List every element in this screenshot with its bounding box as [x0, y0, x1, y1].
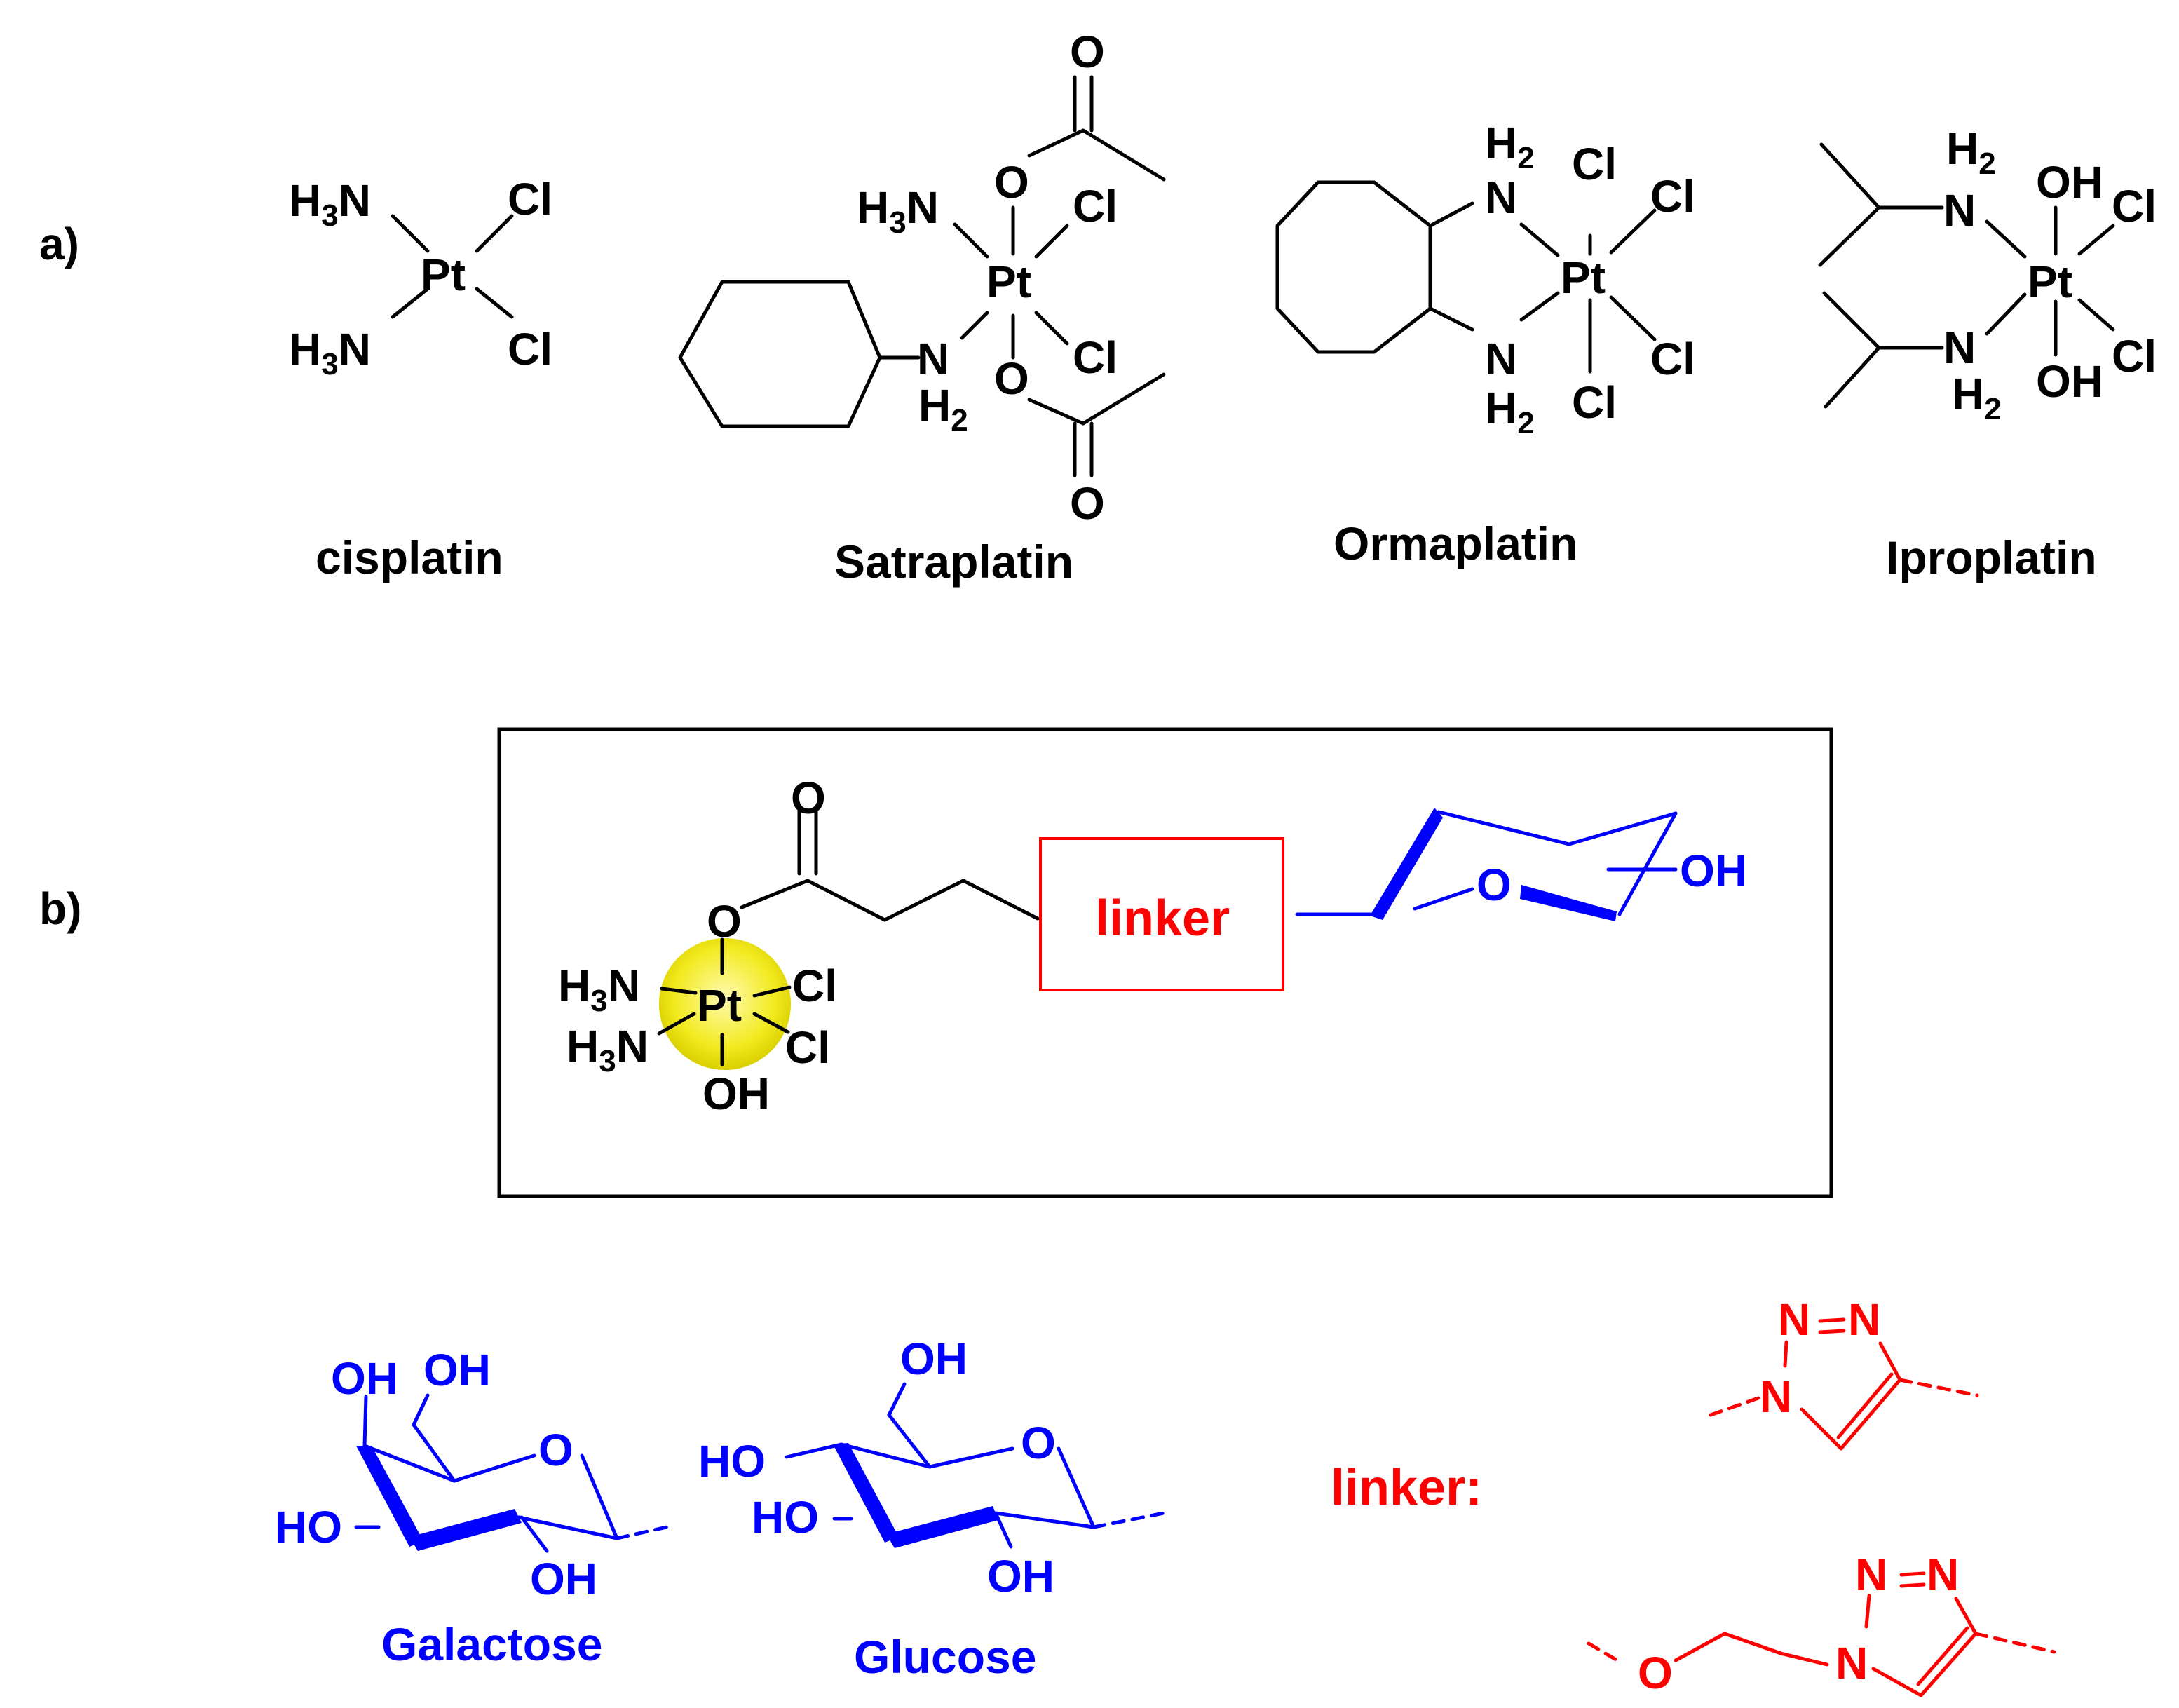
oh-group: OH: [1680, 846, 1747, 896]
o-atom: O: [1070, 478, 1105, 529]
panel-b-frame: [497, 727, 1833, 1198]
linker-box-label: linker: [1095, 890, 1230, 947]
n-atom: N: [1943, 323, 1976, 373]
ho-group: HO: [698, 1436, 766, 1486]
n-atom: N: [1485, 172, 1517, 223]
o-atom: O: [707, 896, 742, 947]
h3n-group: H3N: [566, 1021, 649, 1078]
oh-group: OH: [2036, 356, 2103, 407]
triazole-linker-1: N N N: [1709, 1294, 1979, 1451]
ring-oxygen: O: [1477, 860, 1512, 910]
h2-group: H2: [1485, 118, 1535, 175]
cl-atom: Cl: [1650, 171, 1695, 222]
ormaplatin-name: Ormaplatin: [1333, 517, 1577, 569]
oh-group: OH: [702, 1069, 770, 1119]
linker-placeholder-box: linker: [1039, 837, 1284, 991]
o-atom: O: [1638, 1648, 1673, 1698]
satraplatin-structure: Pt H3N N H2 O O O O Cl Cl Satraplatin: [678, 27, 1166, 588]
iproplatin-name: Iproplatin: [1886, 531, 2097, 583]
pt-atom: Pt: [697, 980, 742, 1031]
o-atom: O: [1070, 27, 1105, 77]
n-atom: N: [1927, 1550, 1959, 1600]
oh-group: OH: [2036, 157, 2103, 208]
galactose-structure: OH OH O HO OH Galactose: [275, 1345, 675, 1670]
pt-atom: Pt: [421, 250, 466, 300]
h2-group: H2: [1952, 369, 2002, 426]
pyranose-ring: O OH: [1295, 808, 1747, 921]
oh-group: OH: [530, 1554, 597, 1604]
h3n-group: H3N: [289, 324, 371, 381]
h3n-group: H3N: [289, 175, 371, 233]
pt-atom: Pt: [986, 257, 1031, 307]
n-atom: N: [1848, 1294, 1880, 1345]
panel-b-label: b): [39, 883, 81, 934]
ho-group: HO: [752, 1492, 819, 1543]
cl-atom: Cl: [1572, 139, 1617, 189]
h3n-group: H3N: [558, 961, 640, 1018]
pt-atom: Pt: [2028, 257, 2072, 307]
n-atom: N: [1778, 1294, 1810, 1345]
pt-atom: Pt: [1561, 252, 1606, 303]
cl-atom: Cl: [508, 324, 552, 374]
cl-atom: Cl: [792, 961, 837, 1011]
n-atom: N: [1943, 185, 1976, 236]
oh-group: OH: [331, 1353, 398, 1404]
h2-group: H2: [1946, 123, 1996, 181]
triazole-linker-2: O N N N: [1587, 1550, 2056, 1698]
cl-atom: Cl: [1650, 334, 1695, 384]
oh-group: OH: [423, 1345, 491, 1395]
cl-atom: Cl: [508, 174, 552, 224]
ormaplatin-structure: Pt H2 N N H2 Cl Cl Cl Cl Ormaplatin: [1275, 118, 1695, 569]
h2-group: H2: [918, 380, 968, 438]
n-atom: N: [1835, 1638, 1868, 1688]
h3n-group: H3N: [857, 182, 939, 240]
o-atom: O: [791, 773, 826, 823]
cl-atom: Cl: [1073, 181, 1118, 231]
h2-group: H2: [1485, 383, 1535, 440]
cl-atom: Cl: [1073, 332, 1118, 383]
panel-a-label: a): [39, 219, 79, 269]
n-atom: N: [1485, 334, 1517, 384]
glucose-structure: OH O HO HO OH Glucose: [698, 1334, 1166, 1683]
ring-oxygen: O: [538, 1425, 573, 1475]
ring-oxygen: O: [1021, 1418, 1056, 1468]
o-atom: O: [994, 353, 1029, 404]
pt-highlight-sphere: [659, 938, 791, 1070]
cl-atom: Cl: [2112, 181, 2157, 231]
cl-atom: Cl: [2112, 331, 2157, 381]
oh-group: OH: [900, 1334, 968, 1384]
pt-conjugate-structure: O O Pt H3N H3N Cl Cl OH: [558, 773, 1040, 1119]
iproplatin-structure: Pt H2 N N H2 OH OH Cl Cl Iproplatin: [1818, 123, 2157, 583]
n-atom: N: [917, 334, 949, 384]
satraplatin-name: Satraplatin: [834, 536, 1073, 588]
cl-atom: Cl: [1572, 377, 1617, 428]
linker-legend-label: linker:: [1331, 1460, 1482, 1516]
cisplatin-structure: Pt H3N H3N Cl Cl cisplatin: [289, 174, 552, 583]
galactose-name: Galactose: [381, 1618, 603, 1670]
n-atom: N: [1760, 1371, 1792, 1422]
n-atom: N: [1855, 1550, 1887, 1600]
oh-group: OH: [987, 1551, 1054, 1601]
cl-atom: Cl: [785, 1022, 830, 1073]
o-atom: O: [994, 157, 1029, 208]
ho-group: HO: [275, 1502, 342, 1552]
cisplatin-name: cisplatin: [315, 531, 503, 583]
glucose-name: Glucose: [854, 1631, 1036, 1683]
